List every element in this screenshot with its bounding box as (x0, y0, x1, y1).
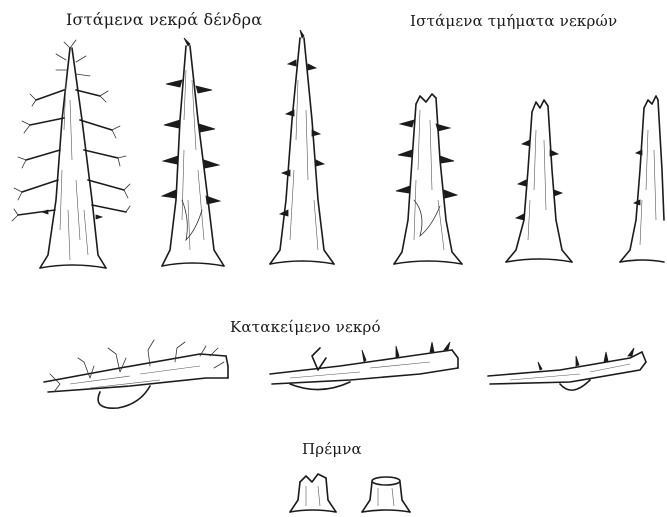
lying-dead-2 (270, 342, 458, 390)
standing-dead-tree-2 (162, 38, 224, 266)
stump-2 (362, 477, 410, 512)
lying-dead-3 (488, 348, 646, 390)
lying-dead-1 (44, 340, 228, 408)
standing-dead-tree-1 (12, 40, 130, 268)
stump-1 (290, 474, 336, 512)
standing-dead-part-3 (620, 96, 664, 262)
standing-dead-part-2 (506, 100, 572, 262)
standing-dead-part-1 (394, 94, 462, 264)
standing-dead-tree-3 (270, 30, 334, 264)
